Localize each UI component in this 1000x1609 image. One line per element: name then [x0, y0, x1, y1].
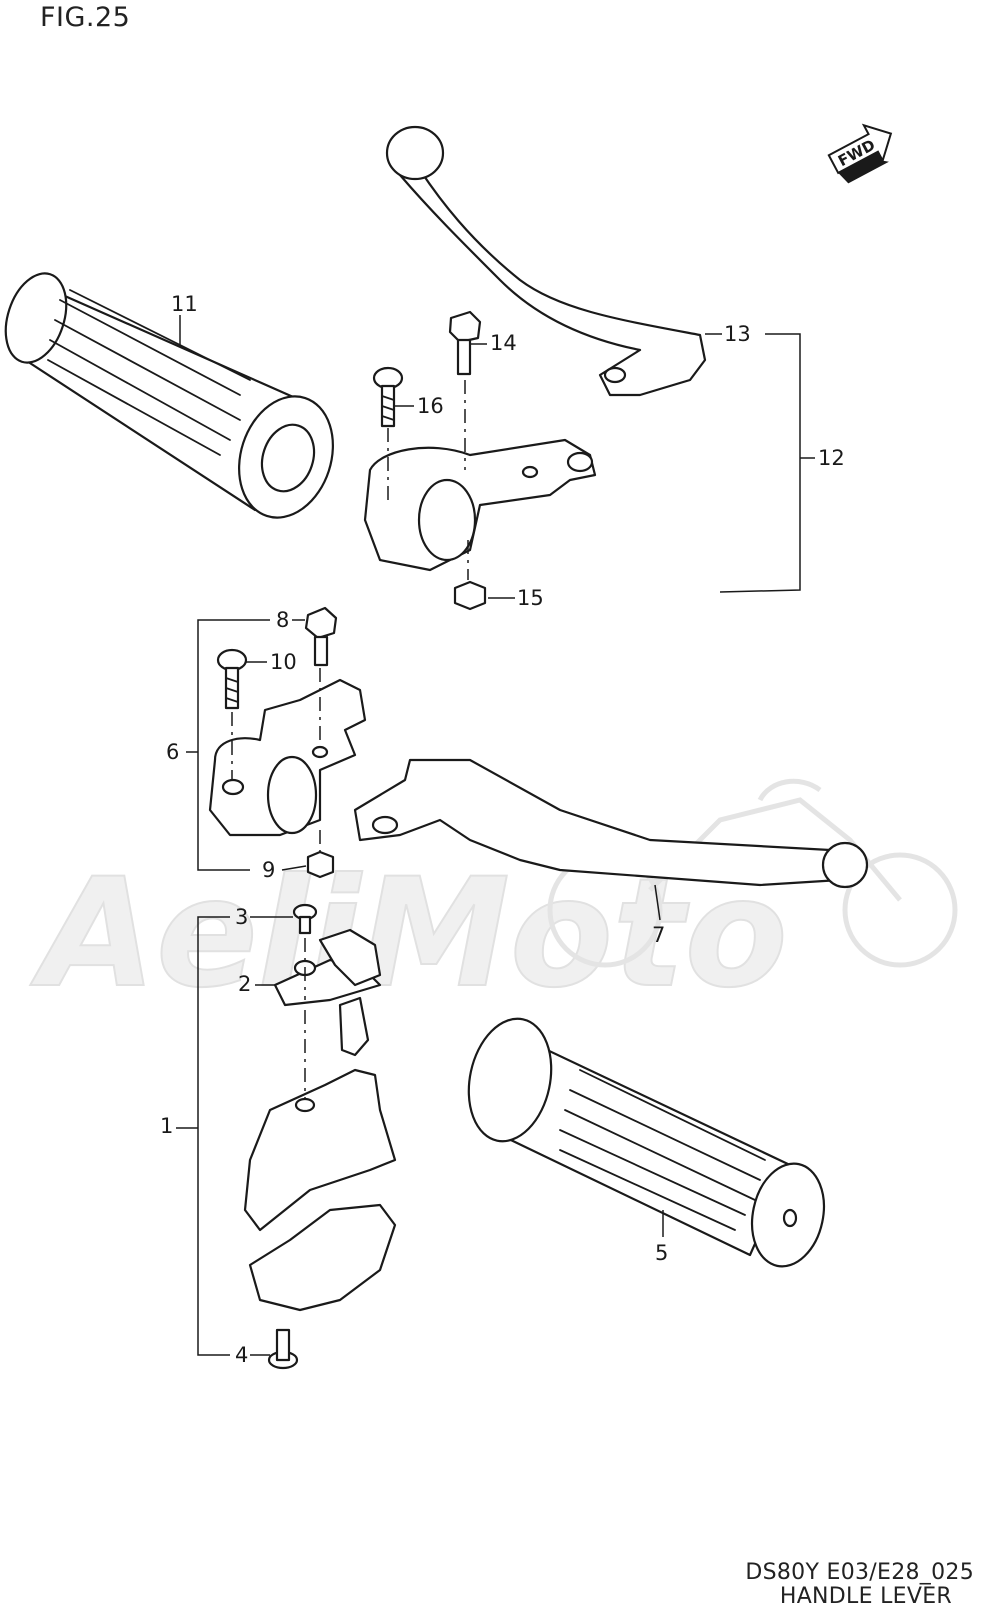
callout-3: 3 — [235, 905, 248, 929]
part-clip — [338, 996, 370, 1057]
callout-7: 7 — [652, 923, 665, 947]
callout-9: 9 — [262, 858, 275, 882]
callout-11: 11 — [171, 292, 198, 316]
part-1-switch-housing — [243, 1068, 397, 1312]
leader-lines — [176, 315, 815, 1356]
callout-4: 4 — [235, 1343, 248, 1367]
diagram-caption: HANDLE LEVER — [779, 1584, 952, 1609]
callout-8: 8 — [276, 608, 289, 632]
callout-labels: 1 2 3 4 5 6 7 8 9 10 11 12 13 14 15 16 — [160, 292, 845, 1367]
assembly-line — [231, 668, 321, 852]
part-12-lever-holder — [363, 438, 597, 572]
callout-10: 10 — [270, 650, 297, 674]
part-9-nut — [306, 850, 335, 879]
part-16-screw — [372, 366, 404, 428]
part-15-nut — [453, 580, 487, 611]
fwd-arrow-icon: FWD — [827, 123, 893, 184]
callout-15: 15 — [517, 586, 544, 610]
part-4-screw — [267, 1328, 299, 1370]
callout-13: 13 — [724, 322, 751, 346]
diagram-code: DS80Y E03/E28_025 — [745, 1560, 974, 1585]
part-6-lever-holder — [208, 678, 367, 837]
part-5-right-grip — [467, 1017, 826, 1268]
part-11-left-grip — [4, 272, 334, 519]
assembly-line — [387, 380, 469, 580]
callout-5: 5 — [655, 1241, 668, 1265]
callout-2: 2 — [238, 972, 251, 996]
part-14-bolt — [448, 310, 482, 376]
part-7-clutch-lever — [353, 758, 869, 889]
part-13-upper-lever — [385, 125, 707, 397]
part-3-screw — [292, 903, 318, 935]
part-8-bolt — [304, 606, 338, 667]
callout-6: 6 — [166, 740, 179, 764]
callout-14: 14 — [490, 331, 517, 355]
figure-title: FIG.25 — [40, 2, 131, 33]
callout-1: 1 — [160, 1114, 173, 1138]
callout-16: 16 — [417, 394, 444, 418]
callout-12: 12 — [818, 446, 845, 470]
part-10-screw — [216, 648, 248, 710]
